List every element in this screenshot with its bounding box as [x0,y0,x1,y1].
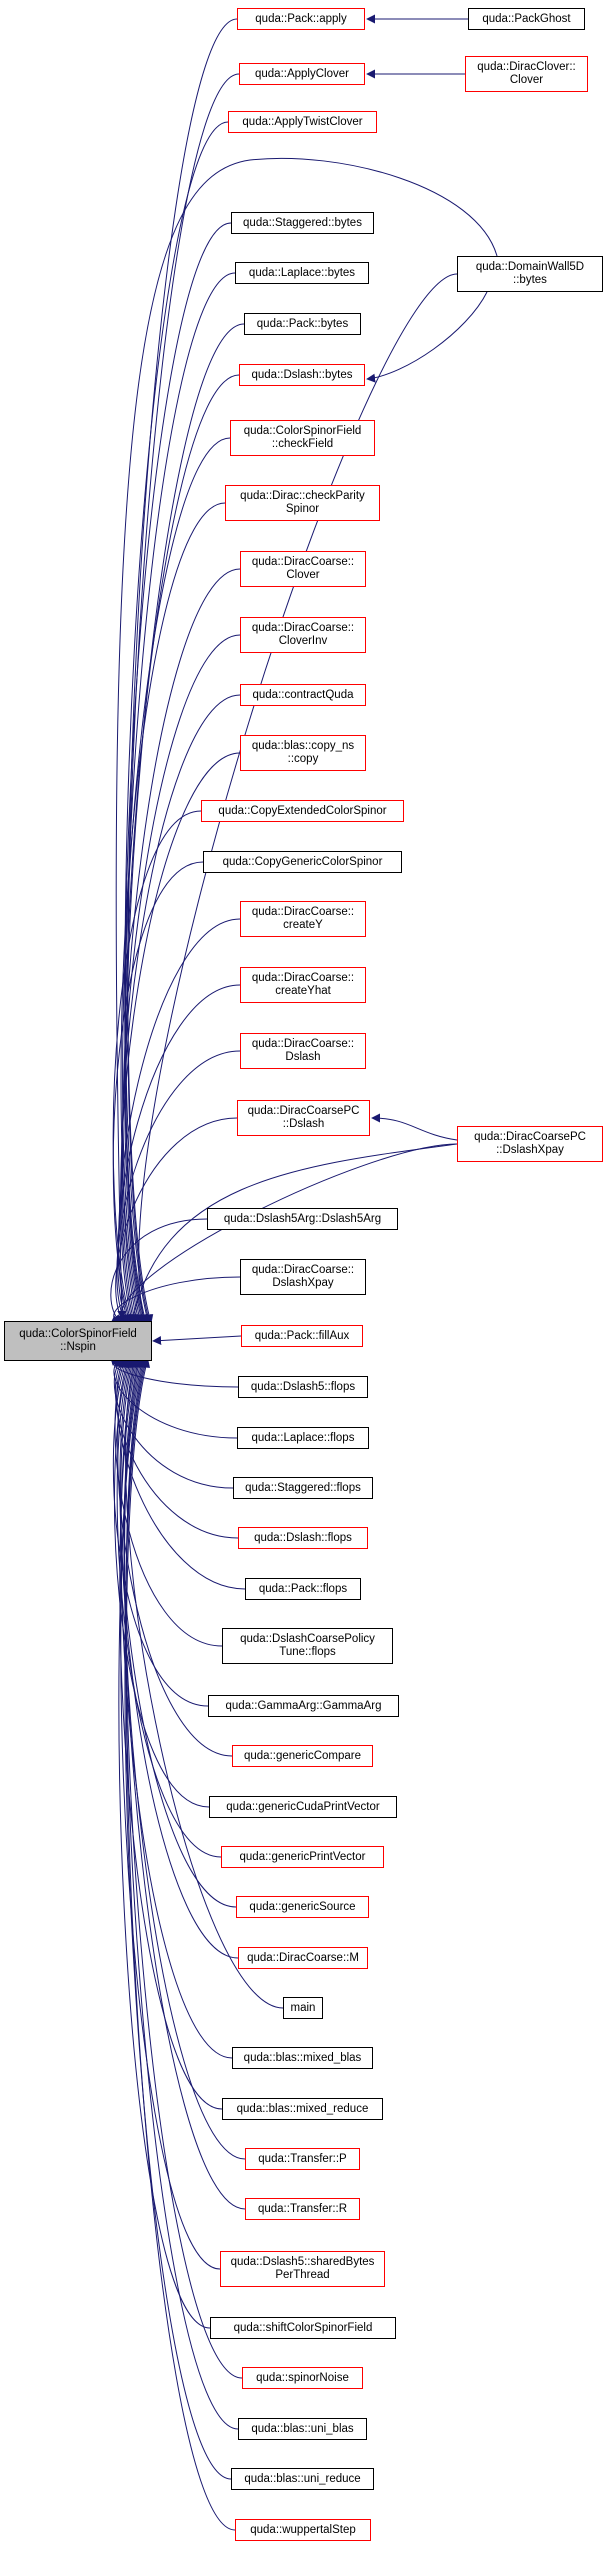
edge-n44-to-root [125,1358,243,2379]
node-quda-diraccoarse-createyhat[interactable]: quda::DiracCoarse:: createYhat [240,967,366,1003]
node-quda-blas-mixed-blas[interactable]: quda::blas::mixed_blas [232,2047,373,2069]
edge-s4-to-n8 [366,291,488,383]
edge-n36-to-root [120,1358,239,1959]
node-quda-genericprintvector[interactable]: quda::genericPrintVector [221,1846,384,1868]
edge-n4-to-root [115,157,498,1320]
node-quda-dslashcoarsepolicytune-flops[interactable]: quda::DslashCoarsePolicy Tune::flops [222,1628,393,1664]
edge-n39-to-root [119,1358,223,2110]
node-quda-spinornoise[interactable]: quda::spinorNoise [242,2367,363,2389]
edge-n24-to-root [152,1335,242,1346]
node-quda-colorspinorfield-checkfield[interactable]: quda::ColorSpinorField ::checkField [230,420,375,456]
edge-n11-to-root [122,568,241,1324]
edge-n35-to-root [119,1358,237,1908]
node-quda-diraccoarse-dslashxpay[interactable]: quda::DiracCoarse:: DslashXpay [240,1259,366,1295]
node-quda-blas-mixed-reduce[interactable]: quda::blas::mixed_reduce [222,2098,383,2120]
node-quda-applytwistclover[interactable]: quda::ApplyTwistClover [228,111,377,133]
edge-n8-to-root [124,374,240,1324]
node-quda-transfer-p[interactable]: quda::Transfer::P [245,2148,360,2170]
node-quda-staggered-bytes[interactable]: quda::Staggered::bytes [231,212,374,234]
node-quda-pack-bytes[interactable]: quda::Pack::bytes [244,313,361,335]
node-quda-pack-apply[interactable]: quda::Pack::apply [237,8,365,30]
node-quda-wuppertalstep[interactable]: quda::wuppertalStep [235,2519,371,2541]
node-quda-dslash-flops[interactable]: quda::Dslash::flops [238,1527,368,1549]
edge-n21-to-root [114,1143,458,1324]
node-quda-contractquda[interactable]: quda::contractQuda [240,684,366,706]
edge-s3-to-n20 [371,1113,458,1141]
edge-n21-to-root [129,1143,458,1324]
node-quda-dslash-bytes[interactable]: quda::Dslash::bytes [239,364,365,386]
edge-n7-to-root [125,323,245,1324]
node-quda-laplace-bytes[interactable]: quda::Laplace::bytes [235,262,369,284]
node-quda-pack-fillaux[interactable]: quda::Pack::fillAux [241,1325,363,1347]
node-quda-gammaarg-gammaarg[interactable]: quda::GammaArg::GammaArg [208,1695,399,1717]
node-quda-diraccoarse-m[interactable]: quda::DiracCoarse::M [238,1947,368,1969]
node-quda-diraccoarsepc-dslash[interactable]: quda::DiracCoarsePC ::Dslash [237,1100,370,1136]
edge-n12-to-root [121,634,241,1324]
node-quda-copygenericcolorspinor[interactable]: quda::CopyGenericColorSpinor [203,851,402,873]
node-quda-packghost[interactable]: quda::PackGhost [468,8,585,30]
edge-n37-to-root [125,1358,284,2009]
node-quda-blas-uni-reduce[interactable]: quda::blas::uni_reduce [231,2468,374,2490]
node-quda-pack-flops[interactable]: quda::Pack::flops [245,1578,361,1600]
edge-n20-to-root [115,1117,238,1324]
node-quda-dslash5arg-dslash5arg[interactable]: quda::Dslash5Arg::Dslash5Arg [207,1208,398,1230]
edge-n13-to-root [120,694,241,1324]
edge-n43-to-root [118,1358,211,2329]
node-quda-blas-copy-ns-copy[interactable]: quda::blas::copy_ns ::copy [240,735,366,771]
node-quda-genericcudaprintvector[interactable]: quda::genericCudaPrintVector [209,1796,397,1818]
node-quda-copyextendedcolorspinor[interactable]: quda::CopyExtendedColorSpinor [201,800,404,822]
node-quda-blas-uni-blas[interactable]: quda::blas::uni_blas [238,2418,367,2440]
node-quda-diracclover-clover[interactable]: quda::DiracClover:: Clover [465,56,588,92]
edge-n5-to-root [124,222,232,1324]
edge-n19-to-root [116,1050,241,1324]
node-quda-genericcompare[interactable]: quda::genericCompare [232,1745,373,1767]
node-quda-laplace-flops[interactable]: quda::Laplace::flops [237,1427,369,1449]
edge-n2-to-root [127,73,240,1324]
node-quda-shiftcolorspinorfield[interactable]: quda::shiftColorSpinorField [210,2317,396,2339]
edge-n18-to-root [117,984,241,1324]
node-quda-transfer-r[interactable]: quda::Transfer::R [245,2198,360,2220]
edge-n34-to-root [116,1358,222,1858]
node-quda-domainwall5d-bytes[interactable]: quda::DomainWall5D ::bytes [457,256,603,292]
edge-n40-to-root [123,1358,246,2160]
edge-n1-to-root [127,18,238,1324]
edge-n3-to-root [124,121,229,1324]
edge-n29-to-root [116,1358,246,1590]
node-quda-dirac-checkparityspinor[interactable]: quda::Dirac::checkParity Spinor [225,485,380,521]
node-quda-genericsource[interactable]: quda::genericSource [236,1896,369,1918]
edge-n28-to-root [114,1358,239,1539]
node-quda-diraccoarse-dslash[interactable]: quda::DiracCoarse:: Dslash [240,1033,366,1069]
graph-edges [110,14,498,2531]
node-quda-dslash5-flops[interactable]: quda::Dslash5::flops [238,1376,368,1398]
edge-n4-to-root [138,273,458,1324]
node-quda-staggered-flops[interactable]: quda::Staggered::flops [233,1477,373,1499]
node-quda-diraccoarse-cloverinv[interactable]: quda::DiracCoarse:: CloverInv [240,617,366,653]
edge-n6-to-root [124,272,236,1324]
edge-n47-to-root [125,1358,236,2531]
node-quda-applyclover[interactable]: quda::ApplyClover [239,63,365,85]
node-quda-diraccoarse-createy[interactable]: quda::DiracCoarse:: createY [240,901,366,937]
edge-n10-to-root [120,502,226,1324]
node-main[interactable]: main [283,1997,323,2019]
node-quda-dslash5-sharedbytesperthread[interactable]: quda::Dslash5::sharedBytes PerThread [220,2251,385,2287]
node-quda-diraccoarse-clover[interactable]: quda::DiracCoarse:: Clover [240,551,366,587]
node-quda-diraccoarsepc-dslashxpay[interactable]: quda::DiracCoarsePC ::DslashXpay [457,1126,603,1162]
edge-n23-to-root [110,1276,241,1324]
edge-n17-to-root [118,918,241,1324]
edge-n46-to-root [124,1358,232,2480]
node-quda-colorspinorfield-nspin[interactable]: quda::ColorSpinorField ::Nspin [4,1321,152,1361]
edge-n42-to-root [120,1358,221,2270]
edge-n14-to-root [120,752,241,1324]
